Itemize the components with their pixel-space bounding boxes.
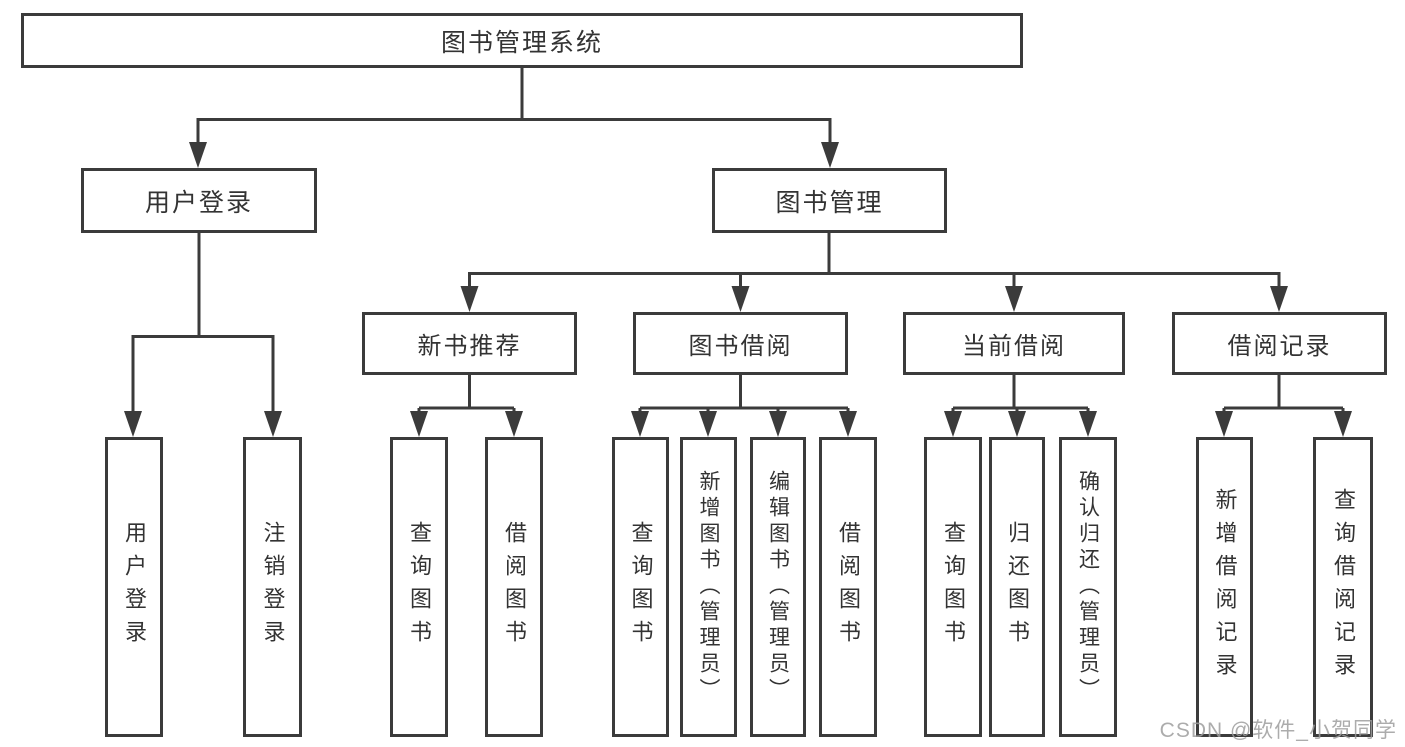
leaf-return-books: 归还图书 — [989, 437, 1045, 737]
leaf-label: 注销登录 — [260, 521, 286, 653]
leaf-query-books-current: 查询图书 — [924, 437, 982, 737]
node-user-login: 用户登录 — [81, 168, 317, 233]
node-label: 新书推荐 — [417, 333, 522, 360]
leaf-label: 查询图书 — [941, 521, 966, 653]
leaf-logout: 注销登录 — [243, 437, 302, 737]
leaf-query-books-borrow: 查询图书 — [612, 437, 669, 737]
leaf-label: 查询借阅记录 — [1331, 488, 1356, 686]
leaf-user-login: 用户登录 — [105, 437, 163, 737]
node-label: 借阅记录 — [1227, 333, 1332, 360]
leaf-label: 借阅图书 — [836, 521, 861, 653]
node-label: 用户登录 — [144, 188, 253, 217]
leaf-add-borrow-record: 新增借阅记录 — [1196, 437, 1253, 737]
leaf-label: 确认归还（管理员） — [1076, 470, 1100, 704]
leaf-label: 新增借阅记录 — [1212, 488, 1238, 686]
leaf-label: 新增图书（管理员） — [697, 470, 720, 704]
leaf-label: 归还图书 — [1005, 521, 1030, 653]
leaf-confirm-return-admin: 确认归还（管理员） — [1059, 437, 1117, 737]
node-borrow-records: 借阅记录 — [1172, 312, 1387, 375]
leaf-edit-books-admin: 编辑图书（管理员） — [750, 437, 806, 737]
leaf-borrow-books: 借阅图书 — [819, 437, 877, 737]
node-label: 图书借阅 — [688, 333, 793, 360]
leaf-borrow-books-recommend: 借阅图书 — [485, 437, 543, 737]
node-current-borrow: 当前借阅 — [903, 312, 1125, 375]
node-label: 当前借阅 — [962, 333, 1066, 360]
leaf-label: 用户登录 — [122, 521, 147, 653]
node-label: 图书管理系统 — [440, 28, 603, 57]
node-label: 图书管理 — [775, 188, 884, 217]
node-new-book-recommend: 新书推荐 — [362, 312, 577, 375]
leaf-label: 编辑图书（管理员） — [766, 470, 790, 704]
leaf-label: 查询图书 — [628, 521, 654, 653]
node-book-borrow: 图书借阅 — [633, 312, 848, 375]
leaf-label: 查询图书 — [407, 521, 432, 653]
leaf-label: 借阅图书 — [502, 521, 527, 653]
leaf-query-borrow-record: 查询借阅记录 — [1313, 437, 1373, 737]
node-book-management: 图书管理 — [712, 168, 947, 233]
leaf-query-books-recommend: 查询图书 — [390, 437, 448, 737]
csdn-watermark: CSDN @软件_小贺同学 — [1159, 719, 1397, 742]
leaf-add-books-admin: 新增图书（管理员） — [680, 437, 737, 737]
node-root-library-system: 图书管理系统 — [21, 13, 1023, 68]
